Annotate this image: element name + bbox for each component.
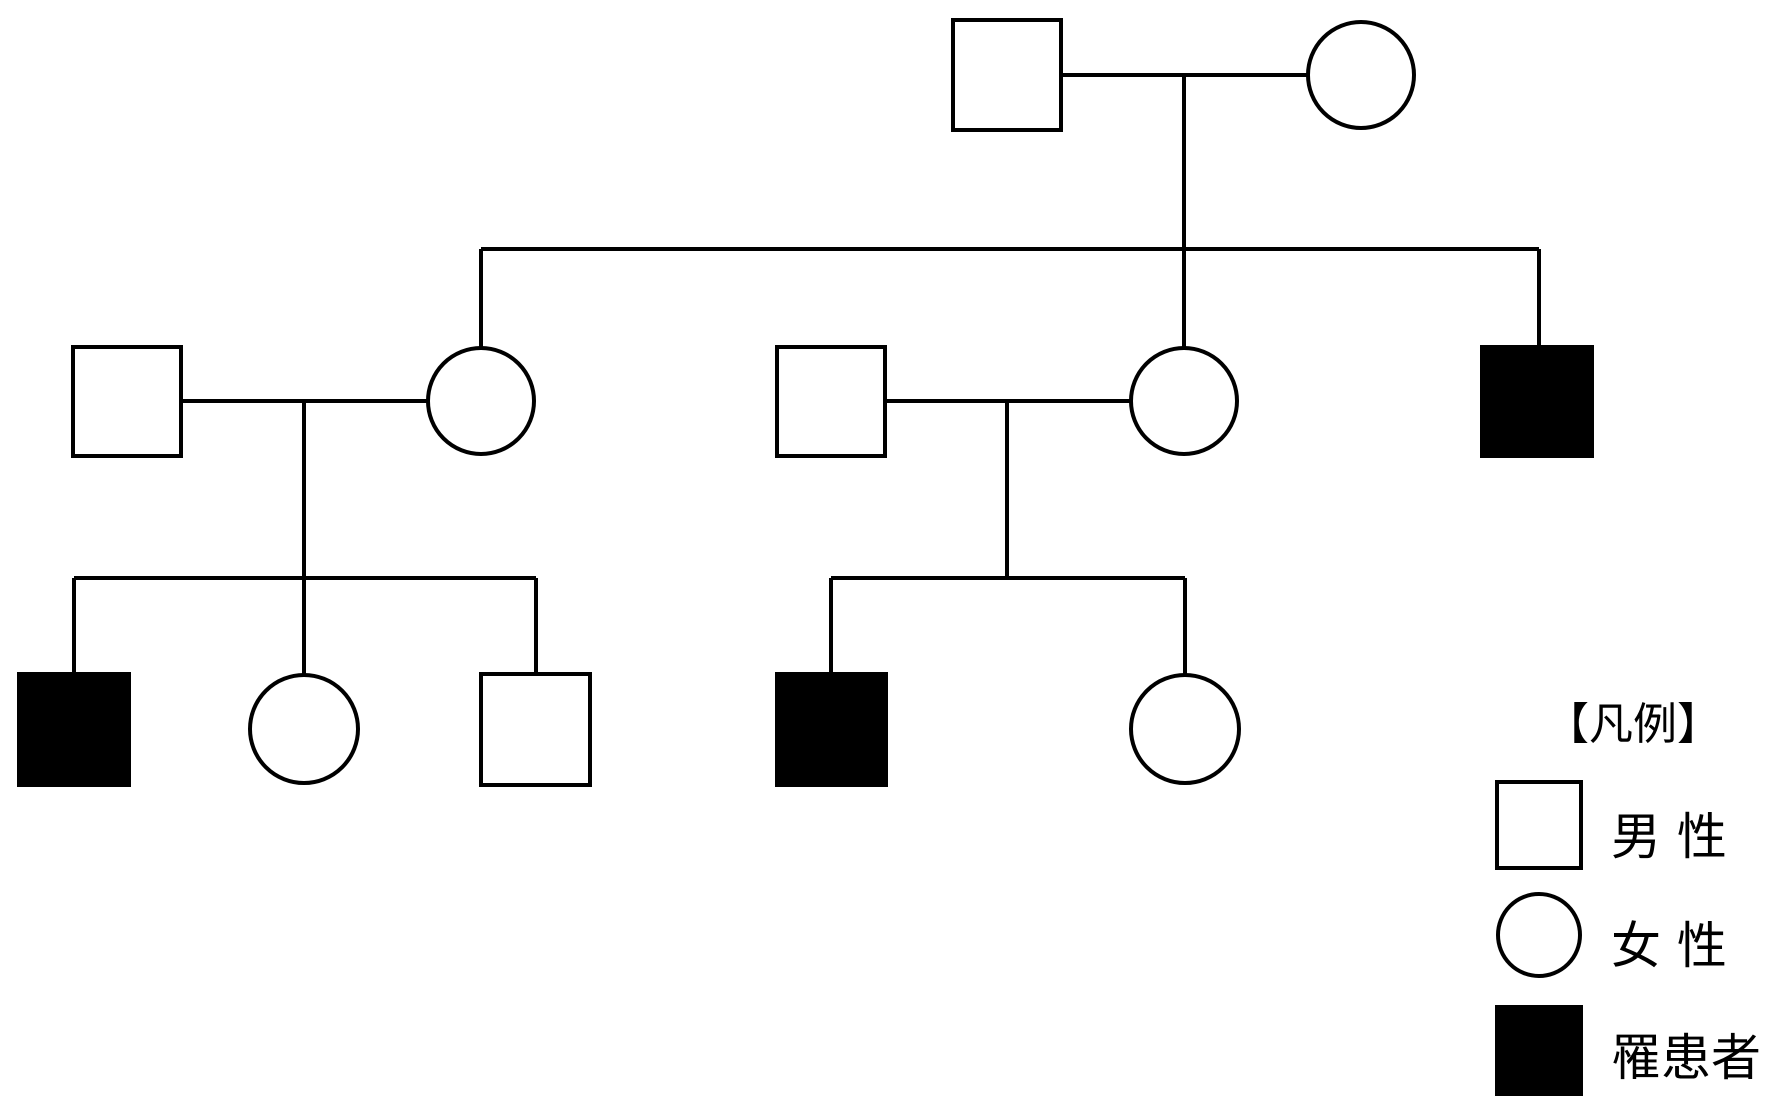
legend-label-male: 男 性 (1611, 808, 1727, 866)
legend-female-symbol (1496, 892, 1582, 978)
female-symbol-ii4 (1129, 346, 1239, 456)
legend-title: 【凡例】 (1545, 699, 1721, 750)
male-symbol-i1 (951, 18, 1063, 132)
male-symbol-ii3 (775, 345, 887, 458)
female-symbol-i2 (1306, 20, 1416, 130)
legend-symbols (1495, 780, 1583, 1096)
relationship-lines (72, 73, 1541, 674)
female-symbol-ii2 (426, 346, 536, 456)
female-symbol-iii2 (248, 673, 360, 785)
affected-male-symbol-iii1 (17, 672, 131, 787)
affected-male-symbol-ii5 (1480, 345, 1594, 458)
legend-label-female: 女 性 (1611, 917, 1727, 975)
affected-male-symbol-iii4 (775, 672, 888, 787)
legend-affected-symbol (1495, 1005, 1583, 1096)
female-symbol-iii5 (1129, 673, 1241, 785)
individual-symbols (17, 18, 1594, 787)
legend-label-affected: 罹患者 (1611, 1029, 1761, 1087)
legend-male-symbol (1495, 780, 1583, 870)
male-symbol-iii3 (479, 672, 592, 787)
male-symbol-ii1 (71, 345, 183, 458)
